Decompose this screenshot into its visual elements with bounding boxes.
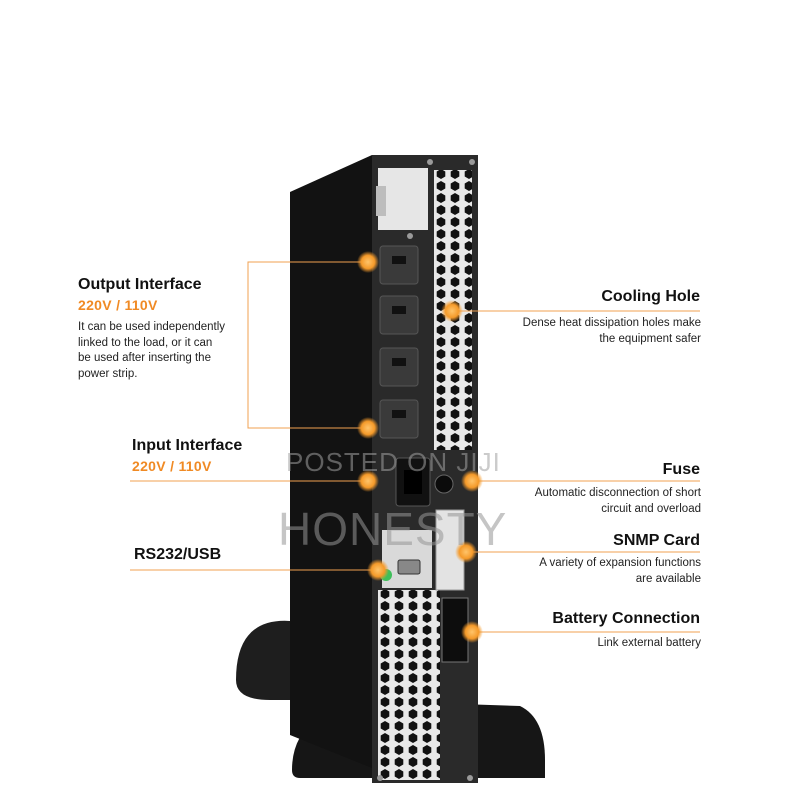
leader-lines — [130, 261, 700, 633]
fuse-desc-line: Automatic disconnection of short — [534, 487, 701, 499]
cooling-desc-line: Dense heat dissipation holes make — [522, 317, 701, 329]
serial-port — [397, 559, 421, 575]
fuse-holder — [434, 474, 454, 494]
output-desc-line: It can be used independently — [78, 321, 226, 333]
output-interface-desc: It can be used independently linked to t… — [78, 320, 248, 382]
ups-side-panel — [290, 155, 372, 768]
output-desc-line: be used after inserting the — [78, 352, 211, 364]
fuse-title: Fuse — [662, 461, 700, 478]
input-interface-spec: 220V / 110V — [132, 458, 212, 474]
cooling-holes-lower — [378, 590, 440, 780]
snmp-card-title: SNMP Card — [613, 532, 700, 549]
highlight-dots — [357, 251, 483, 643]
fuse-desc: Automatic disconnection of short circuit… — [471, 486, 701, 517]
cooling-desc-line: the equipment safer — [599, 332, 701, 345]
watermark-posted-on: POSTED ON JIJI — [286, 447, 501, 477]
output-outlets — [379, 245, 419, 439]
fuse-desc-line: circuit and overload — [601, 502, 701, 515]
screws — [377, 159, 475, 781]
output-desc-line: linked to the load, or it can — [78, 336, 213, 349]
battery-connection-desc: Link external battery — [471, 636, 701, 652]
snmp-desc-line: A variety of expansion functions — [539, 557, 701, 569]
cooling-hole-desc: Dense heat dissipation holes make the eq… — [471, 316, 701, 347]
output-interface-title: Output Interface — [78, 276, 202, 293]
snmp-desc-line: are available — [635, 572, 701, 585]
battery-desc-line: Link external battery — [597, 637, 701, 649]
label-plate-tab — [376, 186, 386, 216]
watermark-honesty: HONESTY — [278, 503, 508, 555]
output-desc-line: power strip. — [78, 367, 138, 380]
input-interface-title: Input Interface — [132, 437, 243, 454]
cooling-hole-title: Cooling Hole — [601, 288, 700, 305]
rs232-usb-title: RS232/USB — [134, 546, 222, 563]
output-interface-spec: 220V / 110V — [78, 297, 158, 313]
label-plate — [378, 168, 428, 230]
battery-connection-title: Battery Connection — [552, 610, 700, 627]
snmp-card-desc: A variety of expansion functions are ava… — [471, 556, 701, 587]
